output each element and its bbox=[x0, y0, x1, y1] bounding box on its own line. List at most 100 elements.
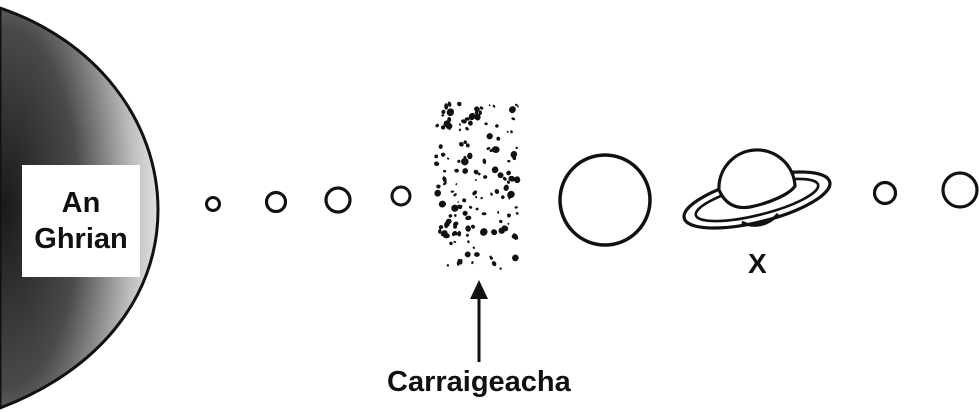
asteroid-speck bbox=[486, 132, 494, 140]
belt-arrow bbox=[470, 280, 488, 362]
asteroid-speck bbox=[466, 143, 470, 148]
asteroid-speck bbox=[495, 124, 500, 129]
asteroid-speck bbox=[438, 144, 443, 149]
asteroid-speck bbox=[438, 224, 444, 229]
asteroid-speck bbox=[507, 131, 509, 133]
asteroid-speck bbox=[458, 128, 461, 131]
asteroid-speck bbox=[433, 161, 439, 167]
asteroid-speck bbox=[472, 246, 475, 249]
asteroid-speck bbox=[456, 101, 462, 107]
planet-neptune bbox=[943, 173, 977, 207]
asteroid-speck bbox=[454, 214, 457, 217]
sun-label: An Ghrian bbox=[22, 165, 140, 277]
sun-label-line-1: An bbox=[62, 185, 101, 221]
asteroid-speck bbox=[507, 223, 509, 225]
asteroid-speck bbox=[511, 253, 520, 262]
asteroid-speck bbox=[468, 205, 472, 209]
asteroid-speck bbox=[494, 188, 500, 194]
asteroid-speck bbox=[447, 157, 450, 160]
asteroid-speck bbox=[457, 160, 460, 163]
asteroid-speck bbox=[484, 122, 488, 126]
planet-x-saturn bbox=[679, 150, 835, 240]
asteroid-speck bbox=[490, 165, 499, 174]
sun-label-line-2: Ghrian bbox=[34, 221, 127, 257]
asteroid-speck bbox=[497, 211, 499, 214]
asteroid-speck bbox=[491, 260, 497, 267]
asteroid-speck bbox=[449, 241, 453, 245]
asteroid-speck bbox=[443, 170, 446, 173]
asteroid-speck bbox=[453, 193, 458, 197]
asteroid-speck bbox=[514, 206, 518, 209]
planet-venus bbox=[267, 193, 286, 212]
asteroid-speck bbox=[465, 215, 472, 220]
asteroid-speck bbox=[441, 114, 444, 116]
planet-mars bbox=[392, 187, 410, 205]
asteroid-speck bbox=[511, 117, 516, 121]
asteroid-speck bbox=[465, 126, 470, 131]
asteroid-speck bbox=[461, 167, 469, 175]
asteroid-speck bbox=[446, 264, 449, 267]
asteroid-speck bbox=[464, 251, 471, 258]
asteroid-speck bbox=[490, 192, 494, 196]
asteroid-speck bbox=[465, 225, 471, 232]
asteroid-belt bbox=[433, 101, 520, 270]
asteroid-speck bbox=[462, 198, 467, 203]
asteroid-speck bbox=[442, 176, 448, 183]
asteroid-belt-label: Carraigeacha bbox=[387, 366, 571, 399]
asteroid-speck bbox=[515, 104, 518, 107]
belt-arrow-head bbox=[470, 280, 488, 299]
asteroid-speck bbox=[507, 160, 511, 163]
asteroid-speck bbox=[436, 184, 441, 188]
asteroid-speck bbox=[478, 227, 489, 238]
asteroid-speck bbox=[434, 154, 438, 158]
asteroid-speck bbox=[479, 106, 484, 111]
asteroid-speck bbox=[483, 175, 488, 180]
asteroid-speck bbox=[471, 261, 474, 264]
asteroid-speck bbox=[467, 120, 473, 126]
asteroid-speck bbox=[492, 104, 496, 108]
asteroid-speck bbox=[470, 224, 476, 230]
asteroid-speck bbox=[509, 150, 518, 159]
asteroid-speck bbox=[474, 252, 480, 257]
asteroid-speck bbox=[455, 183, 457, 186]
planet-uranus bbox=[875, 183, 896, 204]
asteroid-speck bbox=[499, 219, 504, 223]
asteroid-speck bbox=[500, 195, 505, 200]
planet-earth bbox=[326, 188, 350, 212]
asteroid-speck bbox=[475, 196, 477, 199]
asteroid-speck bbox=[482, 212, 487, 215]
asteroid-speck bbox=[467, 240, 470, 244]
asteroid-speck bbox=[475, 207, 478, 210]
asteroid-speck bbox=[496, 136, 500, 141]
planet-mercury bbox=[207, 198, 220, 211]
asteroid-speck bbox=[499, 267, 502, 270]
asteroid-speck bbox=[435, 123, 440, 128]
asteroid-speck bbox=[450, 190, 454, 193]
asteroid-speck bbox=[448, 213, 453, 218]
asteroid-speck bbox=[490, 228, 498, 236]
asteroid-speck bbox=[467, 152, 473, 159]
asteroid-speck bbox=[508, 105, 517, 115]
asteroid-speck bbox=[433, 189, 442, 198]
asteroid-speck bbox=[507, 213, 511, 217]
asteroid-speck bbox=[441, 109, 447, 115]
asteroid-speck bbox=[438, 200, 447, 209]
asteroid-speck bbox=[457, 201, 459, 203]
asteroid-speck bbox=[515, 212, 519, 216]
asteroid-speck bbox=[480, 196, 483, 199]
asteroid-speck bbox=[488, 104, 490, 107]
asteroid-speck bbox=[515, 146, 518, 149]
asteroid-speck bbox=[482, 158, 486, 164]
asteroid-speck bbox=[505, 170, 512, 177]
asteroid-speck bbox=[466, 234, 470, 238]
asteroid-speck bbox=[471, 189, 478, 196]
asteroid-speck bbox=[462, 210, 468, 216]
asteroid-speck bbox=[441, 152, 446, 157]
saturn-body bbox=[719, 150, 795, 208]
asteroid-speck bbox=[459, 123, 462, 126]
planet-x-label: X bbox=[748, 248, 767, 280]
asteroid-speck bbox=[475, 179, 477, 181]
asteroid-speck bbox=[453, 241, 456, 244]
asteroid-speck bbox=[454, 169, 459, 173]
